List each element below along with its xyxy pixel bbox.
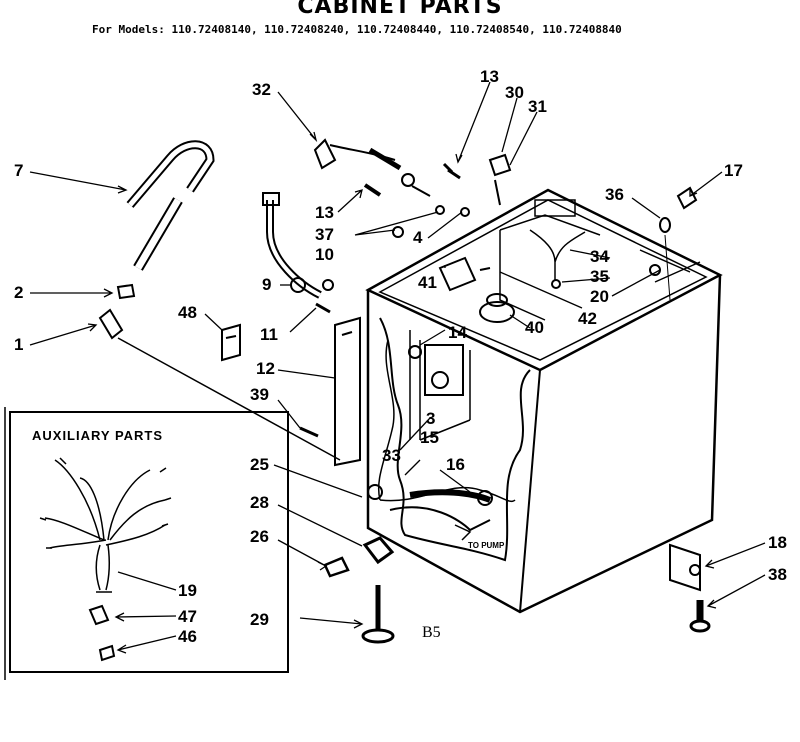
part-11-screw — [315, 302, 331, 314]
callout-29: 29 — [250, 610, 269, 629]
part-36-plug — [659, 217, 671, 233]
callout-41: 41 — [418, 273, 437, 292]
part-46-connector — [98, 644, 116, 662]
model-numbers: For Models: 110.72408140, 110.72408240, … — [92, 23, 622, 36]
callout-36: 36 — [605, 185, 624, 204]
part-20-fastener — [649, 264, 661, 276]
callout-47: 47 — [178, 607, 197, 626]
callout-40: 40 — [525, 318, 544, 337]
part-1-elbow — [98, 308, 124, 340]
part-28-leg-bracket — [362, 536, 395, 565]
part-9-inlet-hose — [262, 192, 322, 299]
part-37-screw — [392, 226, 404, 238]
cabinet-body — [365, 188, 723, 614]
callout-32: 32 — [252, 80, 271, 99]
part-7-drain-hose — [126, 140, 215, 208]
callout-3: 3 — [426, 409, 435, 428]
callout-12: 12 — [256, 359, 275, 378]
auxiliary-parts-box — [9, 411, 289, 673]
part-48-bracket — [221, 323, 241, 362]
part-32-cord — [313, 138, 431, 197]
part-17-clip — [676, 186, 698, 210]
callout-18: 18 — [768, 533, 787, 552]
callout-2: 2 — [14, 283, 23, 302]
callout-13-top: 13 — [480, 67, 499, 86]
part-15-hose — [409, 489, 492, 503]
part-47-clip — [88, 604, 110, 626]
part-19-wire-harness — [39, 457, 172, 593]
callout-15: 15 — [420, 428, 439, 447]
callout-1: 1 — [14, 335, 23, 354]
callout-10: 10 — [315, 245, 334, 264]
part-41-switch — [438, 256, 491, 292]
callout-42: 42 — [578, 309, 597, 328]
leader-lines — [29, 81, 766, 629]
auxiliary-parts-title: AUXILIARY PARTS — [32, 428, 163, 443]
part-40-pressure-switch — [479, 293, 515, 323]
callout-39: 39 — [250, 385, 269, 404]
callout-14: 14 — [448, 323, 467, 342]
callout-33: 33 — [382, 446, 401, 465]
part-30-clip — [488, 153, 512, 206]
part-12-panel — [334, 316, 361, 467]
part-35-fitting — [551, 279, 561, 289]
diagram-code: B5 — [422, 624, 441, 641]
callout-46: 46 — [178, 627, 197, 646]
callout-34: 34 — [590, 247, 609, 266]
part-26-clip — [323, 556, 350, 578]
pump-label: TO PUMP — [468, 541, 505, 550]
part-38-leg — [689, 600, 711, 633]
callout-30: 30 — [505, 83, 524, 102]
callout-17: 17 — [724, 161, 743, 180]
callout-37: 37 — [315, 225, 334, 244]
callout-19: 19 — [178, 581, 197, 600]
part-hose-section — [133, 197, 183, 271]
part-39-screw — [299, 426, 319, 438]
callout-7: 7 — [14, 161, 23, 180]
callout-11: 11 — [260, 325, 278, 344]
callout-26: 26 — [250, 527, 269, 546]
callout-48: 48 — [178, 303, 197, 322]
part-18-bracket — [669, 543, 701, 592]
part-13-screw-b — [363, 183, 382, 197]
part-14-component — [408, 344, 464, 396]
callout-9: 9 — [262, 275, 271, 294]
callout-13: 13 — [315, 203, 334, 222]
callout-31: 31 — [528, 97, 547, 116]
callout-16: 16 — [446, 455, 465, 474]
callout-20: 20 — [590, 287, 609, 306]
part-10-washer — [322, 279, 334, 291]
part-13-screw — [442, 162, 461, 180]
part-29-leveling-leg — [361, 585, 395, 644]
callout-4: 4 — [413, 228, 423, 247]
callout-25: 25 — [250, 455, 269, 474]
part-2-clamp — [116, 283, 136, 300]
callout-35: 35 — [590, 267, 609, 286]
callout-28: 28 — [250, 493, 269, 512]
part-34-harness — [529, 229, 586, 280]
page-title: CABINET PARTS — [297, 0, 503, 19]
part-16-clamp — [477, 490, 493, 506]
callout-38: 38 — [768, 565, 787, 584]
